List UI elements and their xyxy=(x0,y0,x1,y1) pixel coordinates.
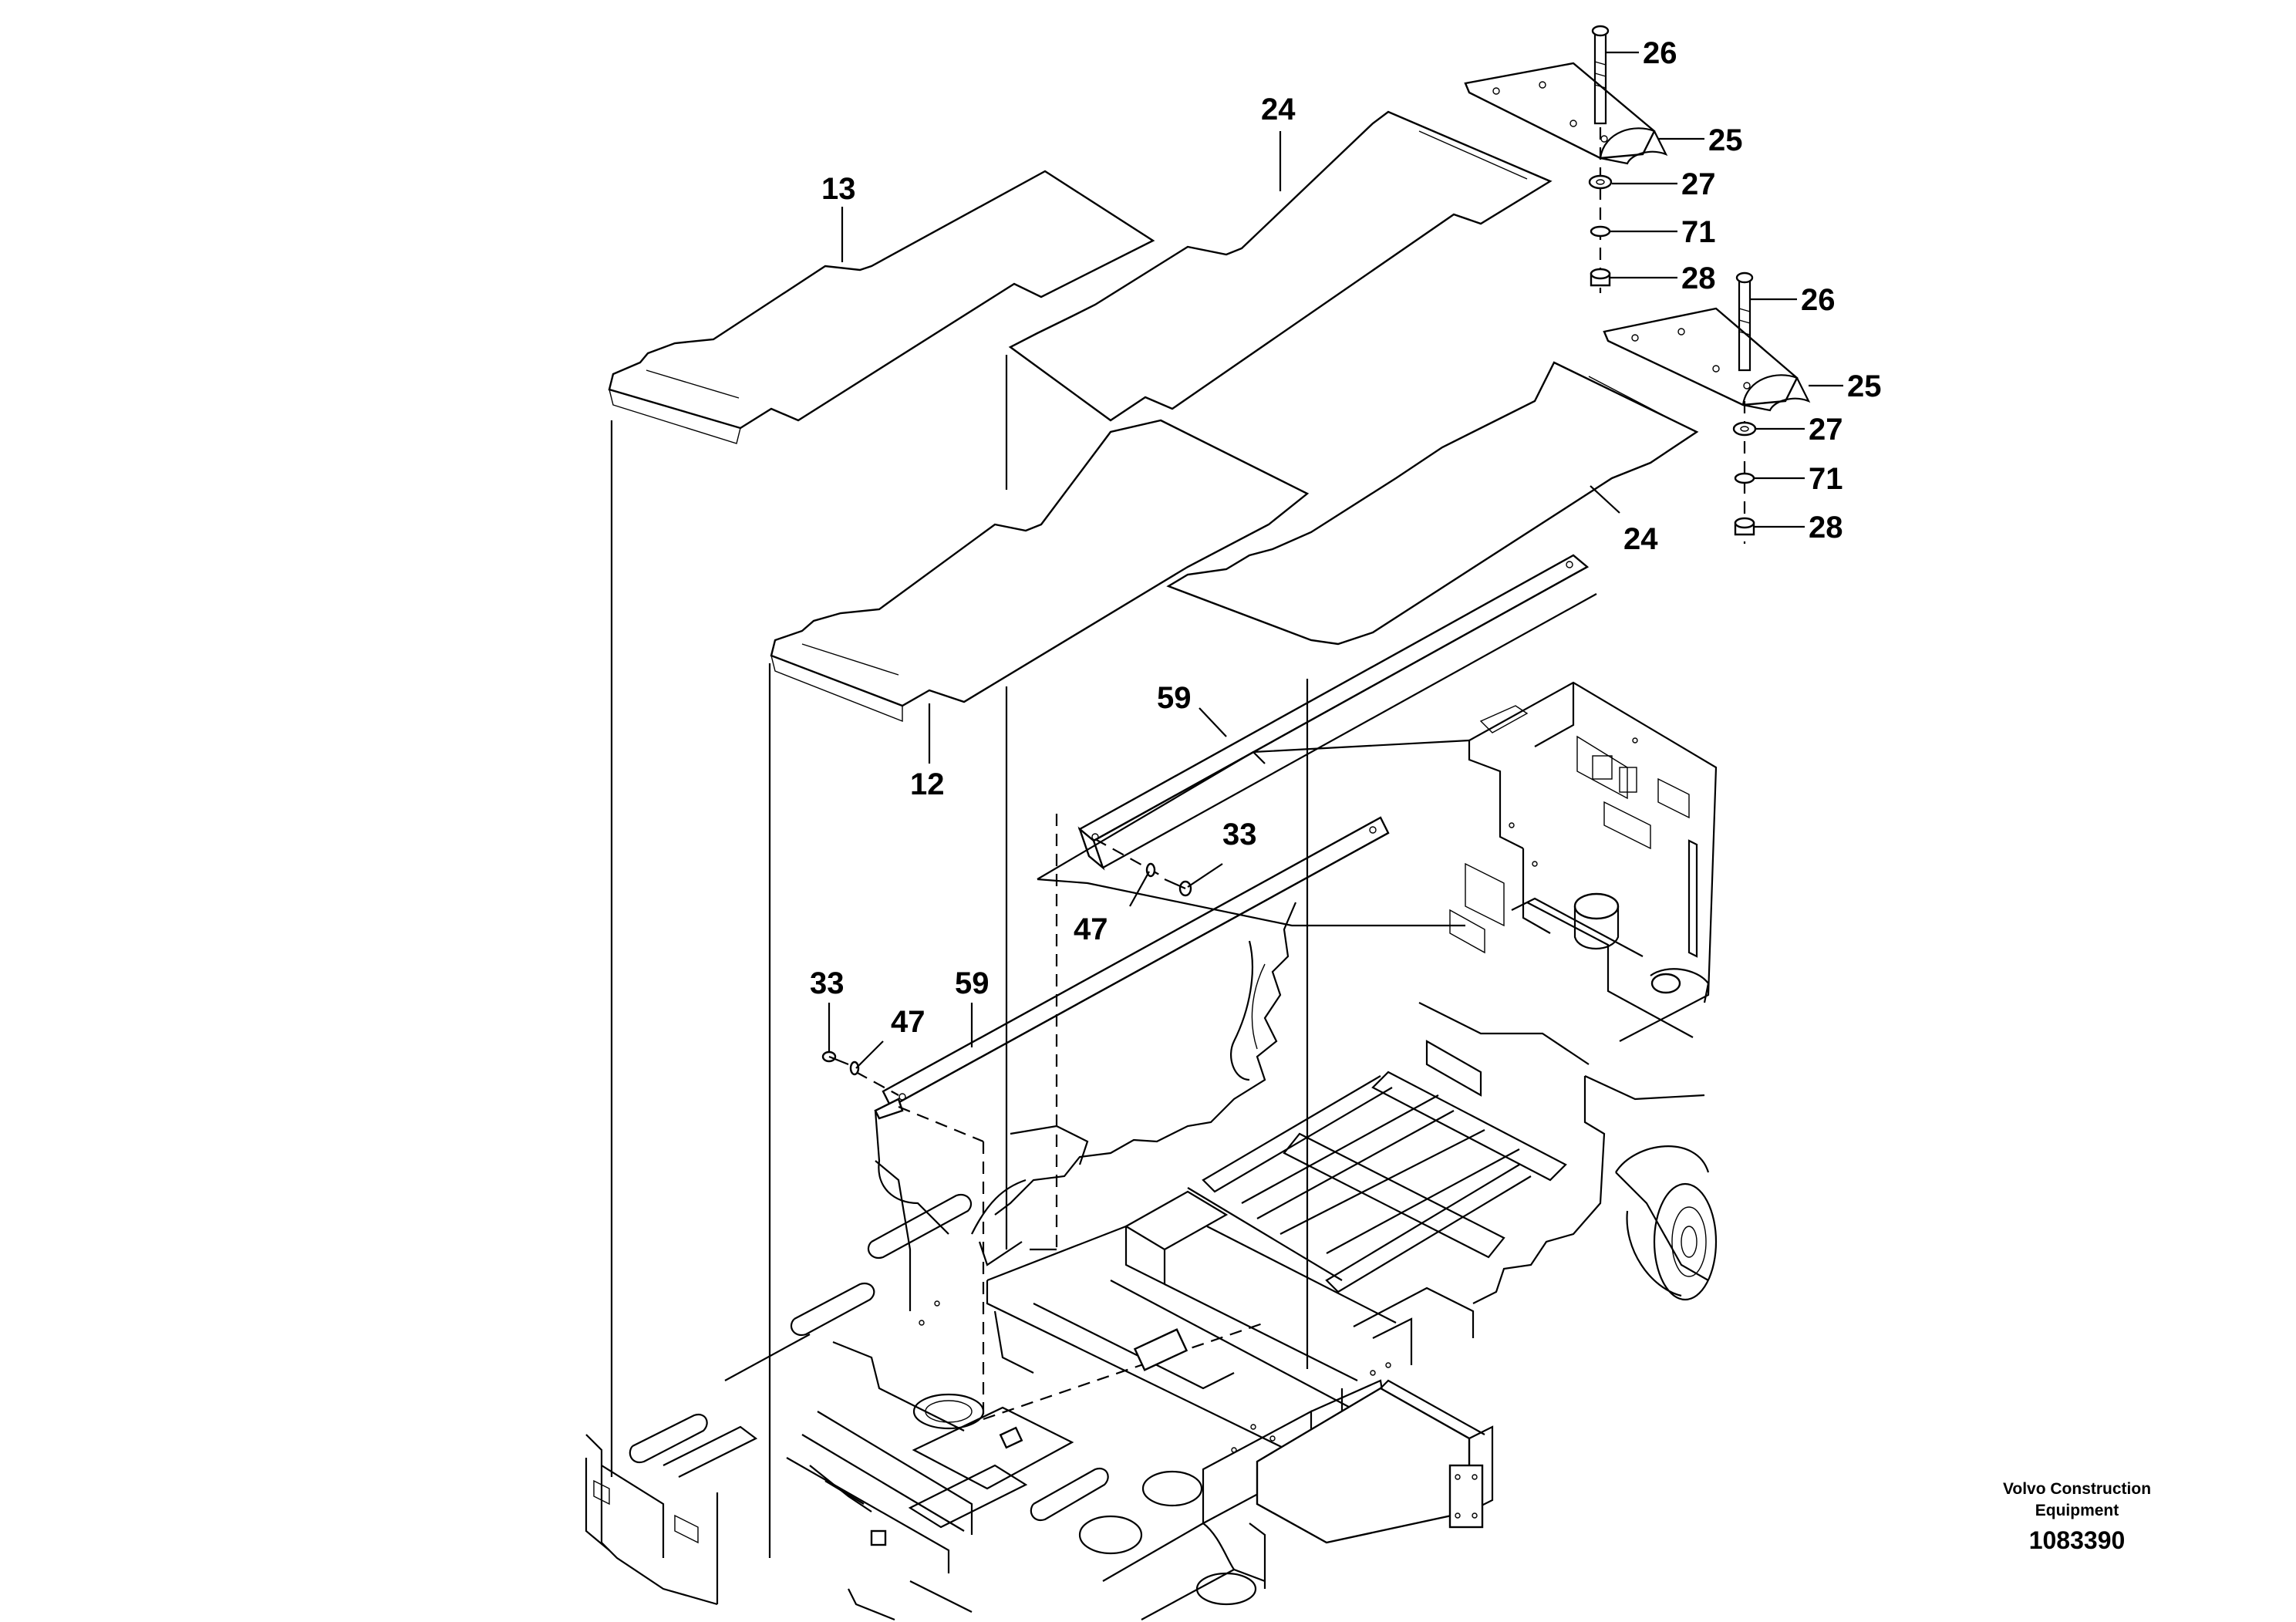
callout-59-left: 59 xyxy=(955,966,990,1000)
callout-33-right: 33 xyxy=(1222,818,1257,851)
hardware-stack-lower xyxy=(1732,401,1757,544)
floor-plate-24-upper xyxy=(1008,110,1553,422)
callout-12: 12 xyxy=(910,767,945,801)
floor-plate-12 xyxy=(770,419,1310,723)
callout-labels: 13 24 26 25 27 71 28 26 25 27 71 28 24 1… xyxy=(810,36,1882,1039)
brand-name-line1: Volvo Construction xyxy=(2003,1480,2151,1498)
angle-strip-59-lower xyxy=(874,816,1390,1120)
fastener-33-left xyxy=(821,1050,899,1096)
footer-block: Volvo Construction Equipment 1083390 xyxy=(2003,1480,2151,1554)
callout-27-top: 27 xyxy=(1681,167,1716,201)
machine-frame xyxy=(585,681,1718,1621)
floor-plate-13 xyxy=(608,170,1155,444)
floor-plate-24-lower xyxy=(1166,361,1699,646)
callout-28-top: 28 xyxy=(1681,261,1716,295)
bracket-25-upper xyxy=(1464,62,1668,165)
callout-25-bottom: 25 xyxy=(1847,369,1882,403)
callout-25-top: 25 xyxy=(1708,123,1743,157)
callout-71-bottom: 71 xyxy=(1809,462,1843,496)
callout-27-bottom: 27 xyxy=(1809,413,1843,447)
callout-59-top: 59 xyxy=(1157,681,1192,715)
angle-strip-59-upper xyxy=(1077,554,1597,871)
callout-26-bottom: 26 xyxy=(1801,283,1836,317)
bracket-25-lower xyxy=(1603,307,1811,412)
bolt-26-lower xyxy=(1735,271,1754,372)
callout-28-bottom: 28 xyxy=(1809,511,1843,545)
callout-33-left: 33 xyxy=(810,966,845,1000)
callout-47-right: 47 xyxy=(1074,912,1108,946)
bolt-26-upper xyxy=(1591,25,1610,125)
assembly-alignment-lines xyxy=(610,355,1309,1558)
callout-13: 13 xyxy=(821,172,856,206)
callout-26-top: 26 xyxy=(1643,36,1677,70)
drawing-number: 1083390 xyxy=(2029,1526,2126,1554)
brand-name-line2: Equipment xyxy=(2035,1502,2119,1519)
leader-lines xyxy=(828,51,1843,1069)
callout-24-top: 24 xyxy=(1261,93,1296,126)
hardware-stack-upper xyxy=(1588,127,1613,293)
callout-47-left: 47 xyxy=(891,1005,925,1039)
washer-47-left xyxy=(849,1061,860,1076)
callout-71-top: 71 xyxy=(1681,215,1716,249)
callout-24-bottom: 24 xyxy=(1623,522,1658,556)
